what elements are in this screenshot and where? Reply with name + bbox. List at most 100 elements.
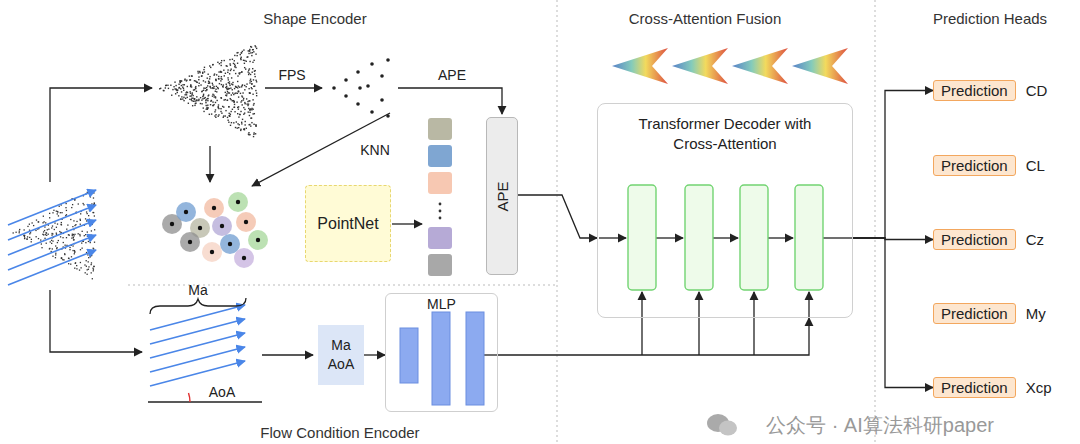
point (88, 266, 89, 267)
watermark: 公众号 · AI算法科研paper (766, 412, 994, 439)
knn-clusters (162, 192, 268, 268)
point (251, 83, 252, 84)
cluster-center (212, 206, 216, 210)
point (79, 235, 80, 236)
head-label: Prediction (933, 229, 1016, 250)
point (180, 98, 181, 99)
point (188, 103, 189, 104)
point (80, 262, 81, 263)
point (249, 124, 250, 125)
point (217, 87, 218, 88)
head-label: Prediction (933, 80, 1016, 101)
node-text: Ma AoA (324, 336, 358, 374)
point (79, 234, 80, 235)
point (238, 91, 239, 92)
point (226, 66, 227, 67)
point (63, 242, 64, 243)
point (205, 90, 206, 91)
point (15, 232, 16, 233)
point (184, 84, 185, 85)
point (243, 99, 244, 100)
point (43, 216, 44, 217)
point (233, 63, 234, 64)
point (235, 92, 236, 93)
point (49, 213, 50, 214)
point (76, 268, 77, 269)
point (47, 229, 48, 230)
cluster (228, 192, 248, 212)
decoder-panel: Transformer Decoder with Cross-Attention (597, 103, 853, 318)
point (206, 87, 207, 88)
point (232, 89, 233, 90)
point (64, 253, 65, 254)
point (251, 122, 252, 123)
point (231, 77, 232, 78)
point (91, 255, 92, 256)
point (209, 78, 210, 79)
point (41, 243, 42, 244)
point (56, 247, 57, 248)
point (78, 233, 79, 234)
point (231, 68, 232, 69)
point (236, 52, 237, 53)
point (212, 83, 213, 84)
point (241, 85, 242, 86)
connector (853, 238, 933, 388)
point (181, 91, 182, 92)
point (238, 108, 239, 109)
point (248, 124, 249, 125)
point (232, 82, 233, 83)
point (86, 213, 87, 214)
point (73, 235, 74, 236)
point (239, 114, 240, 115)
point (54, 229, 55, 230)
point (249, 80, 250, 81)
point (245, 121, 246, 122)
point (243, 49, 244, 50)
point (220, 71, 221, 72)
point (88, 257, 89, 258)
point (36, 219, 37, 220)
point (61, 222, 62, 223)
point (242, 119, 243, 120)
point (256, 92, 257, 93)
point (27, 236, 28, 237)
point (228, 122, 229, 123)
point (90, 235, 91, 236)
point (212, 101, 213, 102)
point (238, 96, 239, 97)
point (205, 97, 206, 98)
cluster-center (198, 226, 202, 230)
point (212, 87, 213, 88)
point (215, 117, 216, 118)
point (230, 70, 231, 71)
cluster (176, 202, 196, 222)
point (180, 80, 181, 81)
section-title: Flow Condition Encoder (260, 424, 419, 441)
point (243, 60, 244, 61)
point (237, 107, 238, 108)
point (227, 77, 228, 78)
point (174, 81, 175, 82)
cluster-ball (180, 232, 200, 252)
point (241, 71, 242, 72)
point (243, 114, 244, 115)
point (241, 52, 242, 53)
point (80, 267, 81, 268)
point (255, 125, 256, 126)
point (81, 242, 82, 243)
head-label: Prediction (933, 155, 1016, 176)
point (40, 239, 41, 240)
point (73, 237, 74, 238)
point (89, 210, 90, 211)
point (248, 50, 249, 51)
point (24, 235, 25, 236)
point (53, 210, 54, 211)
point (250, 117, 251, 118)
point (180, 99, 181, 100)
point (223, 99, 224, 100)
point (195, 80, 196, 81)
point (93, 266, 94, 267)
point (60, 224, 61, 225)
point (38, 221, 39, 222)
